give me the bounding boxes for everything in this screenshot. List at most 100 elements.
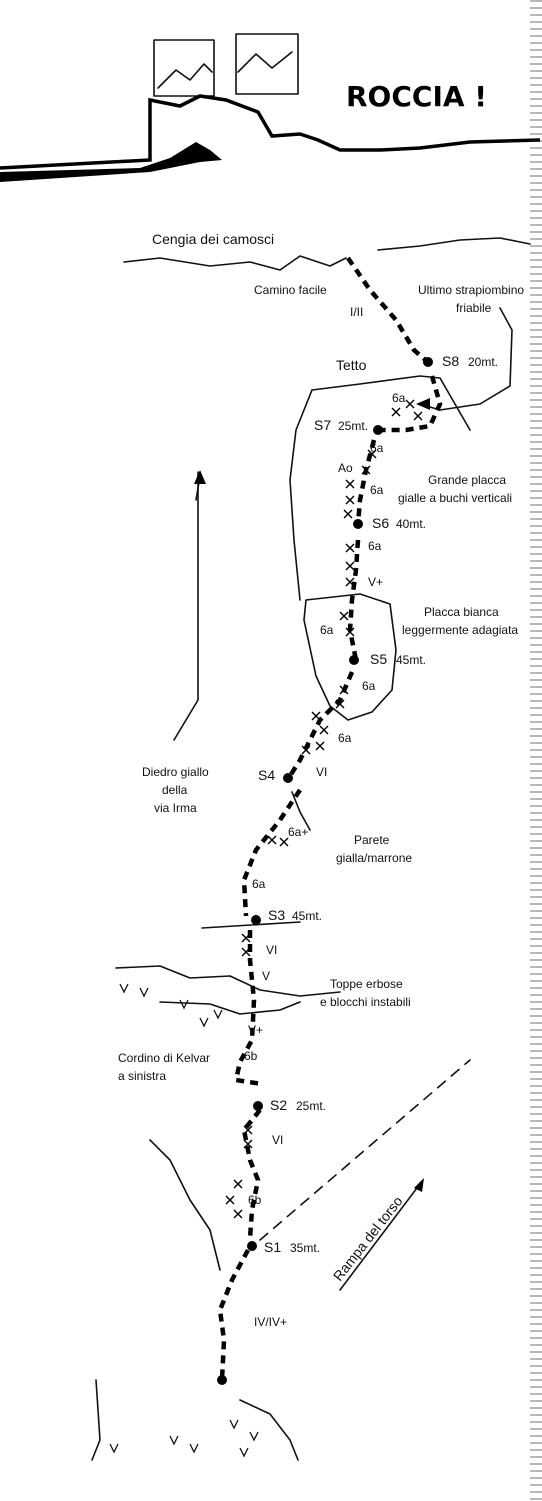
grade-label: 6a [338,731,352,745]
station-label: S7 [314,417,331,433]
grade-label: 6a [370,441,384,455]
toppe-label: e blocchi instabili [320,995,411,1009]
bolt-mark-icon [339,685,349,695]
cordino-label: a sinistra [118,1069,166,1083]
station-label: S2 [270,1097,287,1113]
placca-gialla-label: gialle a buchi verticali [398,491,512,505]
diedro-label: via Irma [154,801,197,815]
station-s6-icon [353,519,363,529]
grade-label: 6a [252,877,266,891]
bolt-mark-icon [301,745,311,755]
strapiombo-label: Ultimo strapiombino [418,283,524,297]
strapiombo-label: friabile [456,301,492,315]
grade-labels: I/II 6a 6a Ao 6a 6a V+ 6a 6a 6a VI 6a+ 6… [244,305,406,1329]
bolt-mark-icon [345,577,355,587]
bolt-mark-icon [343,509,353,519]
bolt-mark-icon [311,711,321,721]
grade-label: 6a [320,623,334,637]
bolt-mark-icon [345,479,355,489]
grade-label: V [262,969,270,983]
grade-label: V+ [248,1023,263,1037]
station-length: 45mt. [292,909,322,923]
cordino-label: Cordino di Kelvar [118,1051,210,1065]
grade-label: 6a [370,483,384,497]
bolt-mark-icon [243,1125,253,1135]
rampa-label: Rampa del torso [330,1193,406,1284]
toppe-label: Toppe erbose [330,977,403,991]
grade-label: 6b [244,1049,258,1063]
bolt-mark-icon [335,699,345,709]
mountain-logo-icon [0,33,541,182]
bolt-mark-icon [339,611,349,621]
diedro-label: della [162,783,188,797]
cengia-label: Cengia dei camosci [152,231,274,247]
station-labels: S8 20mt. S7 25mt. S6 40mt. S5 45mt. S4 S… [258,353,498,1255]
station-label: S5 [370,651,387,667]
bolt-mark-icon [345,561,355,571]
bolt-mark-icon [315,741,325,751]
station-s7-icon [373,425,383,435]
grade-label: 6b [248,1193,262,1207]
bolt-mark-icon [345,543,355,553]
station-s3-icon [251,915,261,925]
placca-bianca-label: Placca bianca [424,605,499,619]
station-s5-icon [349,655,359,665]
tetto-label: Tetto [336,357,367,373]
bolt-mark-icon [267,835,277,845]
bolt-mark-icon [361,465,371,475]
bolt-mark-icon [319,725,329,735]
belay-stations [217,357,433,1385]
station-label: S1 [264,1239,281,1255]
station-s4-icon [283,773,293,783]
station-length: 45mt. [396,653,426,667]
station-label: S8 [442,353,459,369]
grass-tufts [109,983,259,1458]
bolt-mark-icon [241,947,251,957]
grade-label: Ao [338,461,353,475]
station-label: S4 [258,767,275,783]
bolt-mark-icon [233,1209,243,1219]
bolt-mark-icon [345,495,355,505]
bolt-mark-icon [279,837,289,847]
grade-label: VI [316,765,327,779]
station-s1-icon [247,1241,257,1251]
grade-label: VI [272,1133,283,1147]
bolt-mark-icon [413,411,423,421]
bolt-mark-icon [233,1179,243,1189]
station-label: S3 [268,907,285,923]
camino-label: Camino facile [254,283,327,297]
grade-label: 6a [392,391,406,405]
diedro-label: Diedro giallo [142,765,209,779]
page-title: ROCCIA ! [346,80,487,113]
grade-label: I/II [350,305,363,319]
parete-label: gialla/marrone [336,851,412,865]
bolt-mark-icon [241,933,251,943]
bolt-mark-icon [391,407,401,417]
station-length: 35mt. [290,1241,320,1255]
station-length: 40mt. [396,517,426,531]
placca-gialla-label: Grande placca [428,473,506,487]
station-length: 25mt. [338,419,368,433]
grade-label: 6a [362,679,376,693]
grade-label: IV/IV+ [254,1315,287,1329]
grade-label: 6a [368,539,382,553]
grade-label: 6a+ [288,825,308,839]
rock-outlines [91,237,531,1461]
bolt-mark-icon [243,1139,253,1149]
bolt-mark-icon [345,627,355,637]
placca-bianca-label: leggermente adagiata [402,623,518,637]
bolt-mark-icon [225,1195,235,1205]
grade-label: V+ [368,575,383,589]
station-s2-icon [253,1101,263,1111]
parete-label: Parete [354,833,390,847]
start-icon [217,1375,227,1385]
page-edge [530,0,542,1501]
station-length: 25mt. [296,1099,326,1113]
station-length: 20mt. [468,355,498,369]
bolt-mark-icon [405,399,415,409]
grade-label: VI [266,943,277,957]
station-label: S6 [372,515,389,531]
bolt-mark-icon [367,449,377,459]
station-s8-icon [423,357,433,367]
